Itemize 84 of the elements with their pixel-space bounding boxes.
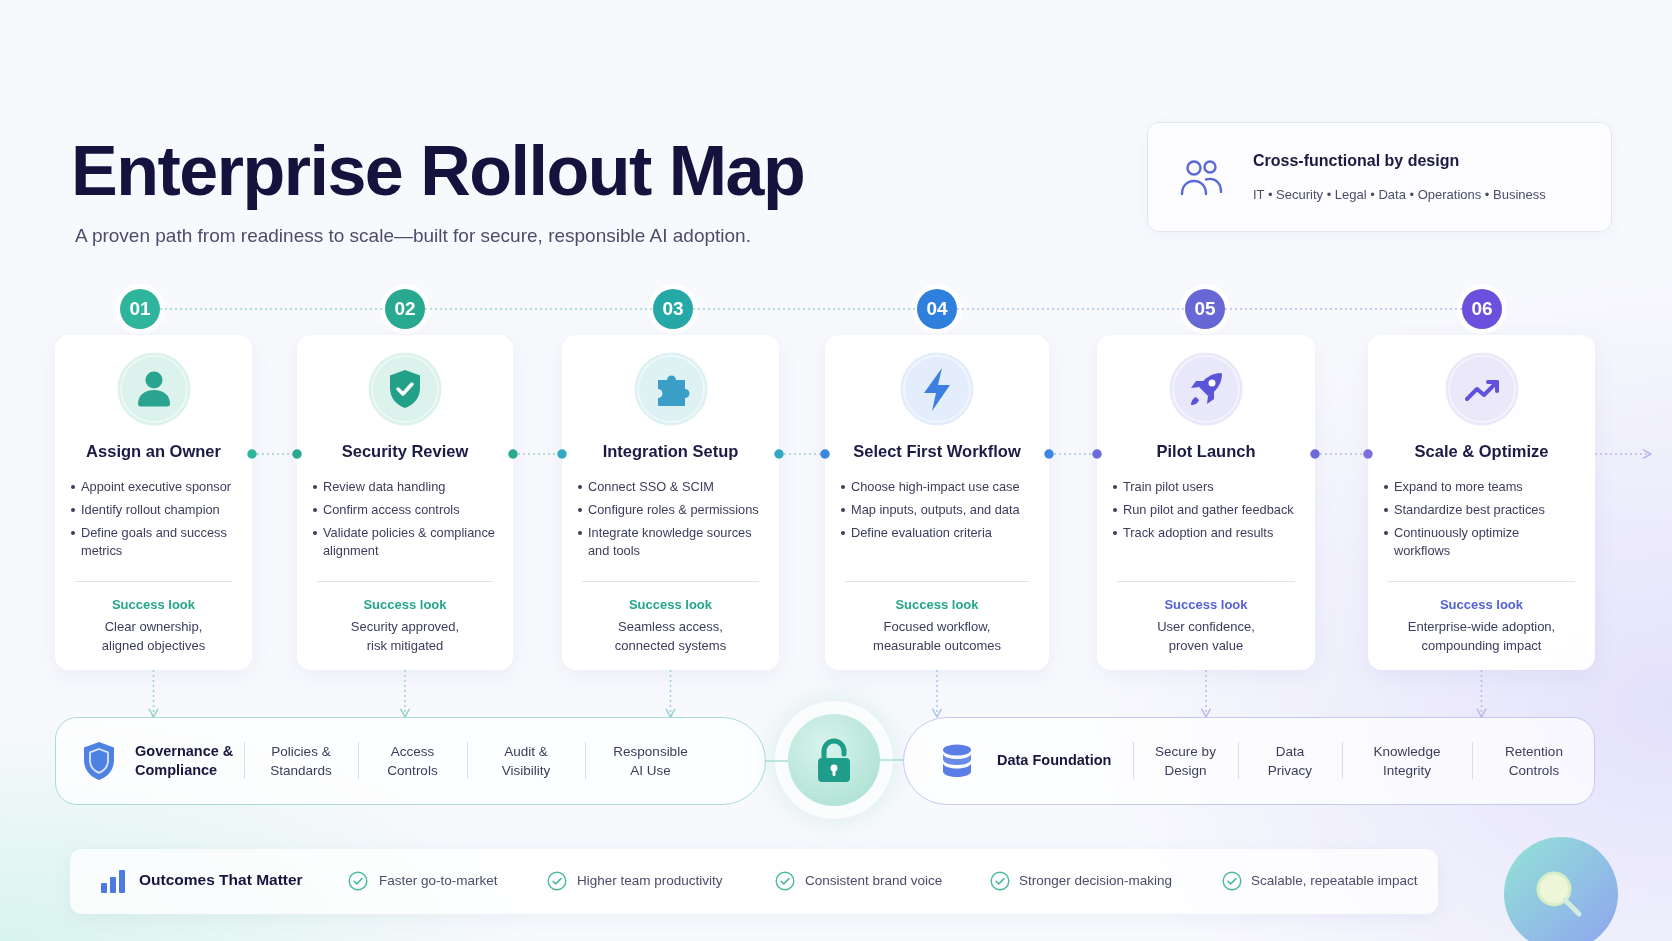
dotted-connector <box>247 449 302 459</box>
dotted-connector <box>508 449 567 459</box>
dotted-connector <box>1044 449 1102 459</box>
step-title: Scale & Optimize <box>1414 442 1549 461</box>
success-label: Success look <box>363 597 447 612</box>
success-label: Success look <box>1439 597 1524 612</box>
bullet-text: Configure roles & permissions <box>588 501 759 519</box>
success-label: Success look <box>628 597 713 612</box>
step-title: Security Review <box>341 442 469 461</box>
bar-item: Retention Controls <box>1504 742 1564 780</box>
success-text: User confidence, proven value <box>1156 618 1256 655</box>
step-card <box>55 335 252 670</box>
step-card <box>825 335 1049 670</box>
bullet-text: Continuously optimize workflows <box>1394 524 1521 560</box>
panel-bar <box>70 849 1438 914</box>
step-title: Pilot Launch <box>1156 442 1256 461</box>
dotted-connector <box>956 308 1186 310</box>
step-card <box>1097 335 1315 670</box>
outcome-item: Higher team productivity <box>577 873 723 888</box>
success-text: Focused workflow, measurable outcomes <box>872 618 1002 655</box>
bullet-text: Run pilot and gather feedback <box>1123 501 1294 519</box>
dotted-connector <box>1224 308 1463 310</box>
connector <box>879 759 904 761</box>
bar-item: Policies & Standards <box>269 742 333 780</box>
step-title: Assign an Owner <box>86 442 221 461</box>
dotted-arrow <box>932 669 942 718</box>
success-text: Enterprise-wide adoption, compounding impact <box>1406 618 1557 655</box>
success-label: Success look <box>1164 597 1248 612</box>
outcome-item: Consistent brand voice <box>805 873 943 888</box>
success-label: Success look <box>111 597 196 612</box>
bullet-text: Train pilot users <box>1123 478 1214 496</box>
bar-item: Access Controls <box>386 742 439 780</box>
page-title: Enterprise Rollout Map <box>71 131 805 211</box>
outcome-item: Faster go-to-market <box>379 873 498 888</box>
bullet-text: Standardize best practices <box>1394 501 1545 519</box>
dotted-arrow <box>1594 449 1652 459</box>
success-text: Clear ownership, aligned objectives <box>100 618 207 655</box>
card-heading: Cross-functional by design <box>1253 152 1460 170</box>
bar-item: Secure by Design <box>1154 742 1217 780</box>
bar-heading: Outcomes That Matter <box>139 871 303 889</box>
dotted-arrow <box>1476 669 1487 718</box>
info-card <box>1147 122 1612 232</box>
step-title: Integration Setup <box>602 442 739 461</box>
bar-item: Knowledge Integrity <box>1372 742 1442 780</box>
panel-bar <box>903 717 1595 805</box>
dotted-arrow <box>400 669 410 718</box>
dotted-connector <box>692 308 918 310</box>
bullet-text: Appoint executive sponsor <box>81 478 232 496</box>
success-text: Seamless access, connected systems <box>613 618 728 655</box>
dotted-arrow <box>665 669 676 718</box>
step-card <box>1368 335 1595 670</box>
bullet-text: Expand to more teams <box>1394 478 1523 496</box>
panel-bar <box>55 717 766 805</box>
bullet-text: Integrate knowledge sources and tools <box>588 524 753 560</box>
dotted-connector <box>1310 449 1373 459</box>
bullet-text: Review data handling <box>323 478 446 496</box>
success-text: Security approved, risk mitigated <box>349 618 461 655</box>
dotted-connector <box>774 449 830 459</box>
dotted-connector <box>424 308 654 310</box>
step-card <box>562 335 779 670</box>
dotted-arrow <box>1201 669 1211 718</box>
dotted-arrow <box>148 669 159 718</box>
card-text: IT • Security • Legal • Data • Operations • Business <box>1253 187 1546 202</box>
outcome-item: Scalable, repeatable impact <box>1251 873 1418 888</box>
bullet-text: Choose high-impact use case <box>851 478 1020 496</box>
outcome-item: Stronger decision-making <box>1019 873 1173 888</box>
bar-heading: Data Foundation <box>997 751 1112 770</box>
bullet-text: Define goals and success metrics <box>81 524 228 560</box>
connector <box>765 760 789 762</box>
bar-item: Responsible AI Use <box>612 742 689 780</box>
bullet-text: Identify rollout champion <box>81 501 220 519</box>
bullet-text: Connect SSO & SCIM <box>588 478 714 496</box>
success-label: Success look <box>895 597 979 612</box>
bullet-text: Map inputs, outputs, and data <box>851 501 1020 519</box>
bullet-text: Track adoption and results <box>1123 524 1274 542</box>
step-card <box>297 335 513 670</box>
bullet-text: Define evaluation criteria <box>851 524 992 542</box>
bullet-text: Validate policies & compliance alignment <box>323 524 496 560</box>
bullet-text: Confirm access controls <box>323 501 460 519</box>
bar-heading: Governance & Compliance <box>135 741 235 780</box>
subtitle: A proven path from readiness to scale—built for secure, responsible AI adoption. <box>75 224 751 248</box>
bar-item: Audit & Visibility <box>500 742 552 780</box>
step-title: Select First Workflow <box>853 442 1021 461</box>
bar-item: Data Privacy <box>1266 742 1314 780</box>
